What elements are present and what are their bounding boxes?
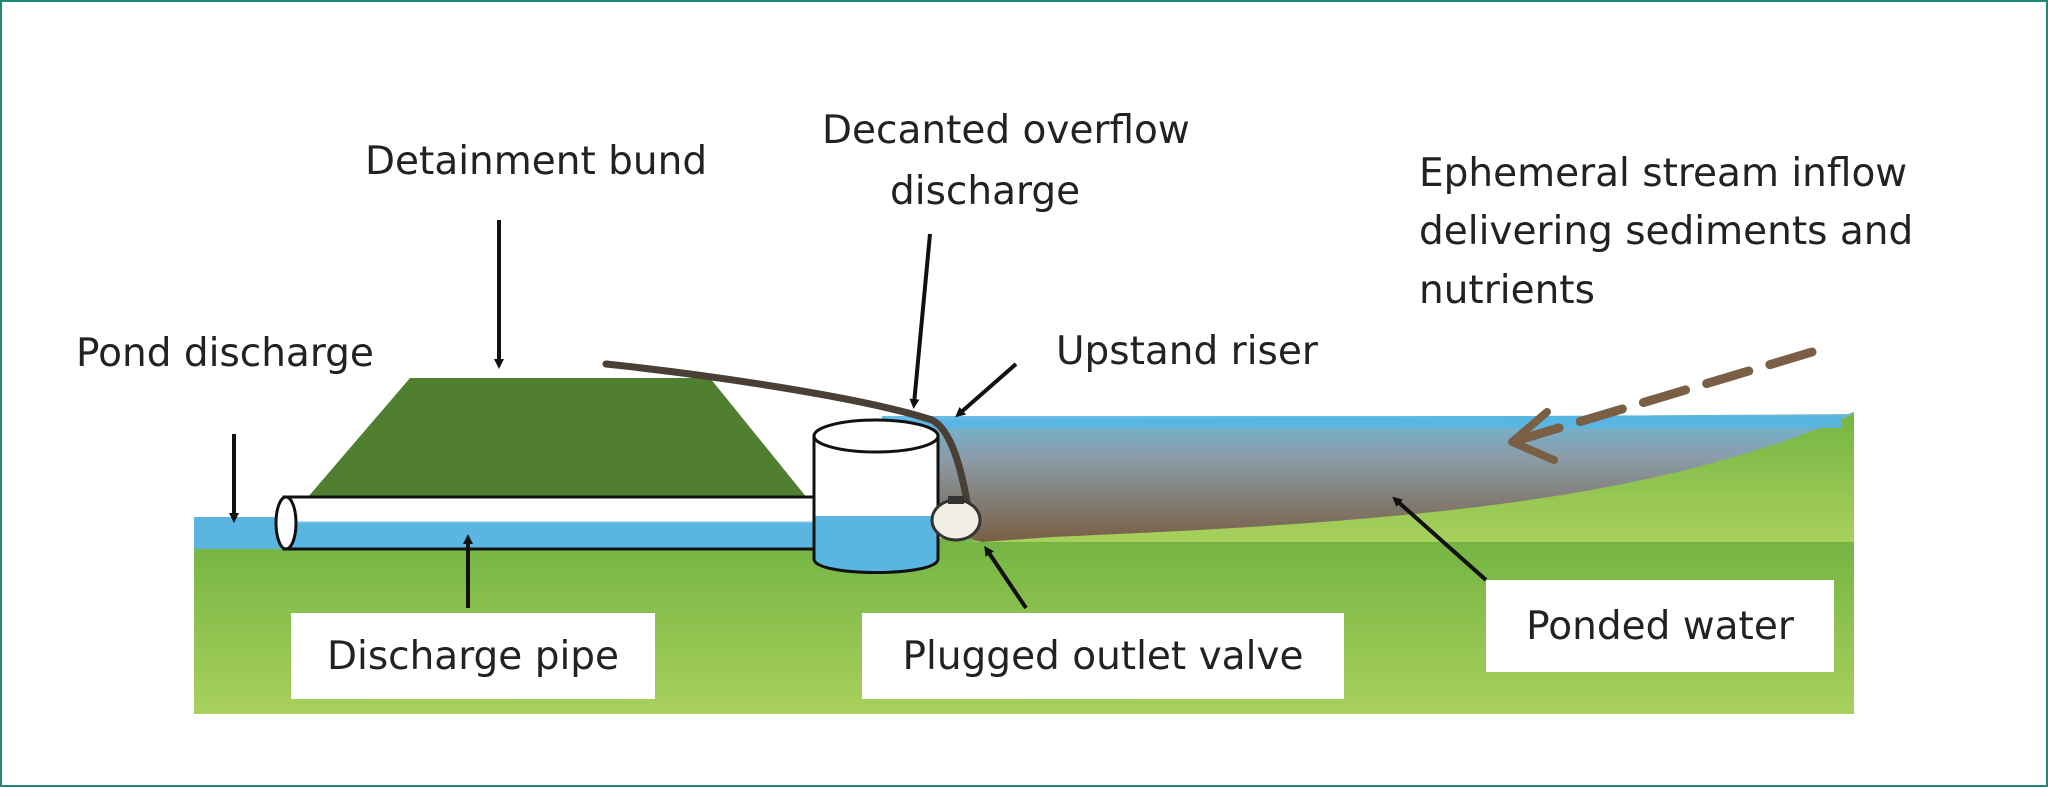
pipe-end-left — [274, 495, 298, 551]
label-ephemeral-line3: nutrients — [1419, 268, 1595, 313]
label-discharge-pipe: Discharge pipe — [291, 613, 655, 699]
label-upstand-riser: Upstand riser — [1056, 329, 1318, 374]
hill-slope — [962, 412, 1854, 542]
arrow-upstand-riser — [955, 362, 1018, 418]
overflow-hose — [602, 360, 972, 511]
label-pond-discharge: Pond discharge — [76, 331, 374, 376]
ponded-water-body — [882, 414, 1854, 542]
riser-rim — [812, 418, 940, 454]
label-ephemeral-line2: delivering sediments and — [1419, 209, 1914, 254]
label-ponded-water: Ponded water — [1486, 580, 1834, 672]
discharge-pipe — [282, 495, 838, 551]
arrow-plugged-valve — [984, 545, 1028, 610]
detainment-bund — [302, 378, 812, 504]
water-surface — [882, 416, 1842, 428]
inflow-arrowhead — [1508, 408, 1558, 464]
label-decanted-overflow-line2: discharge — [890, 169, 1081, 214]
label-detainment-bund: Detainment bund — [365, 139, 708, 184]
outlet-valve — [930, 498, 982, 542]
inflow-arrow — [1507, 347, 1817, 447]
label-decanted-overflow-line1: Decanted overflow — [822, 108, 1190, 153]
label-ephemeral-line1: Ephemeral stream inflow — [1419, 151, 1908, 196]
arrow-ponded-water — [1392, 496, 1488, 582]
arrow-decanted-overflow — [909, 233, 932, 409]
label-plugged-outlet-valve: Plugged outlet valve — [862, 613, 1344, 699]
